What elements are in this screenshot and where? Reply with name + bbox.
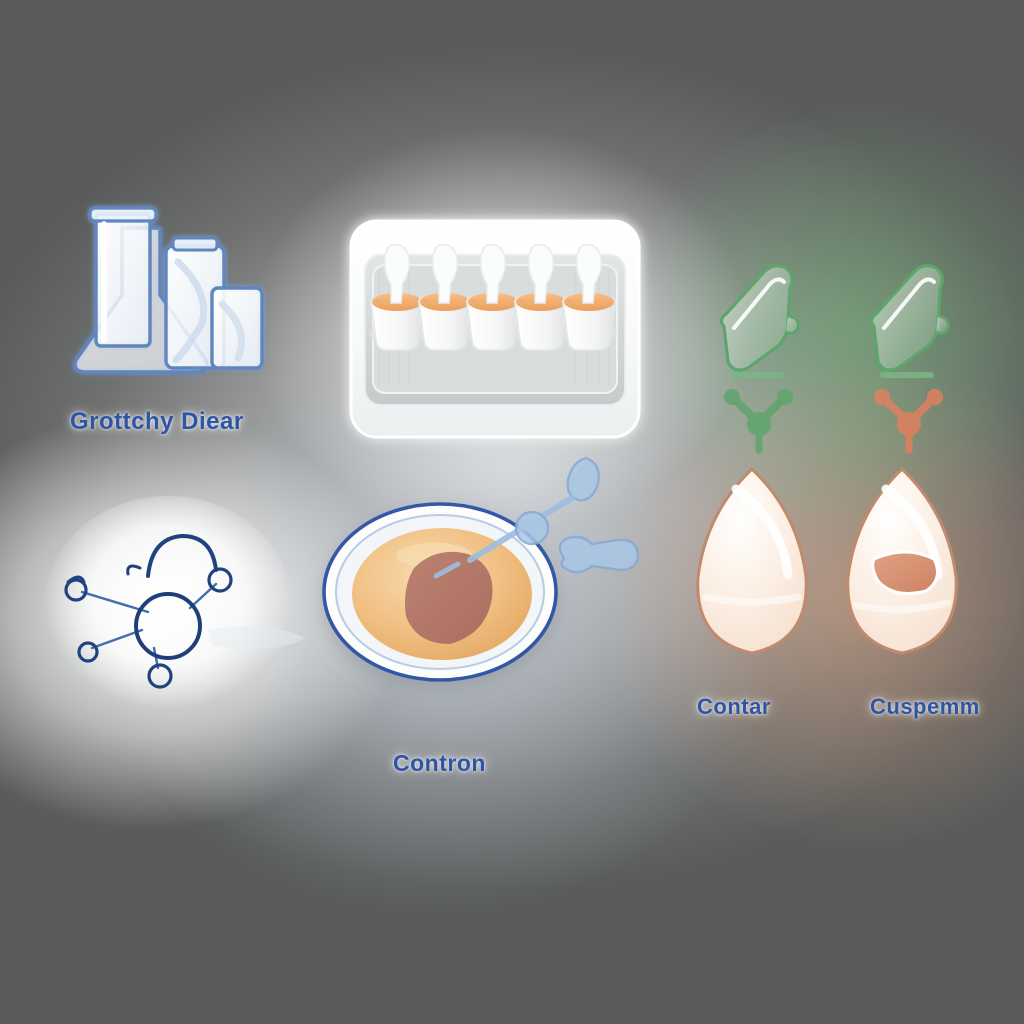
petri-dish-label: Contron (393, 750, 486, 776)
egg-item-1 (696, 466, 808, 655)
glassware-icon (73, 206, 264, 374)
egg-outline-icon (696, 466, 958, 655)
egg-illustration (680, 455, 1000, 680)
swab-tool-icon (433, 456, 600, 579)
sample-tray-illustration (345, 215, 645, 450)
sample-tray-icon (349, 219, 641, 439)
tray-cups (369, 244, 617, 351)
swab-secondary-icon (558, 535, 640, 574)
egg-label-1: Contar (697, 694, 771, 719)
egg-label-2: Cuspemm (870, 694, 980, 719)
molecule-diagram-icon (43, 496, 305, 720)
inhaler-illustration (690, 250, 980, 454)
y-antibody-left-icon (724, 389, 793, 454)
glassware-illustration (60, 200, 310, 400)
inhaler-right (869, 264, 950, 378)
y-antibody-right-icon (874, 389, 943, 454)
egg-inclusion-icon (871, 550, 940, 595)
inhaler-left (719, 264, 800, 378)
petri-dish-illustration (320, 440, 650, 730)
molecule-illustration (30, 480, 330, 750)
inhaler-device-icon (719, 264, 950, 454)
glassware-label: Grottchy Diear (70, 408, 244, 435)
egg-item-2 (846, 466, 958, 655)
petri-dish-icon (322, 456, 640, 682)
